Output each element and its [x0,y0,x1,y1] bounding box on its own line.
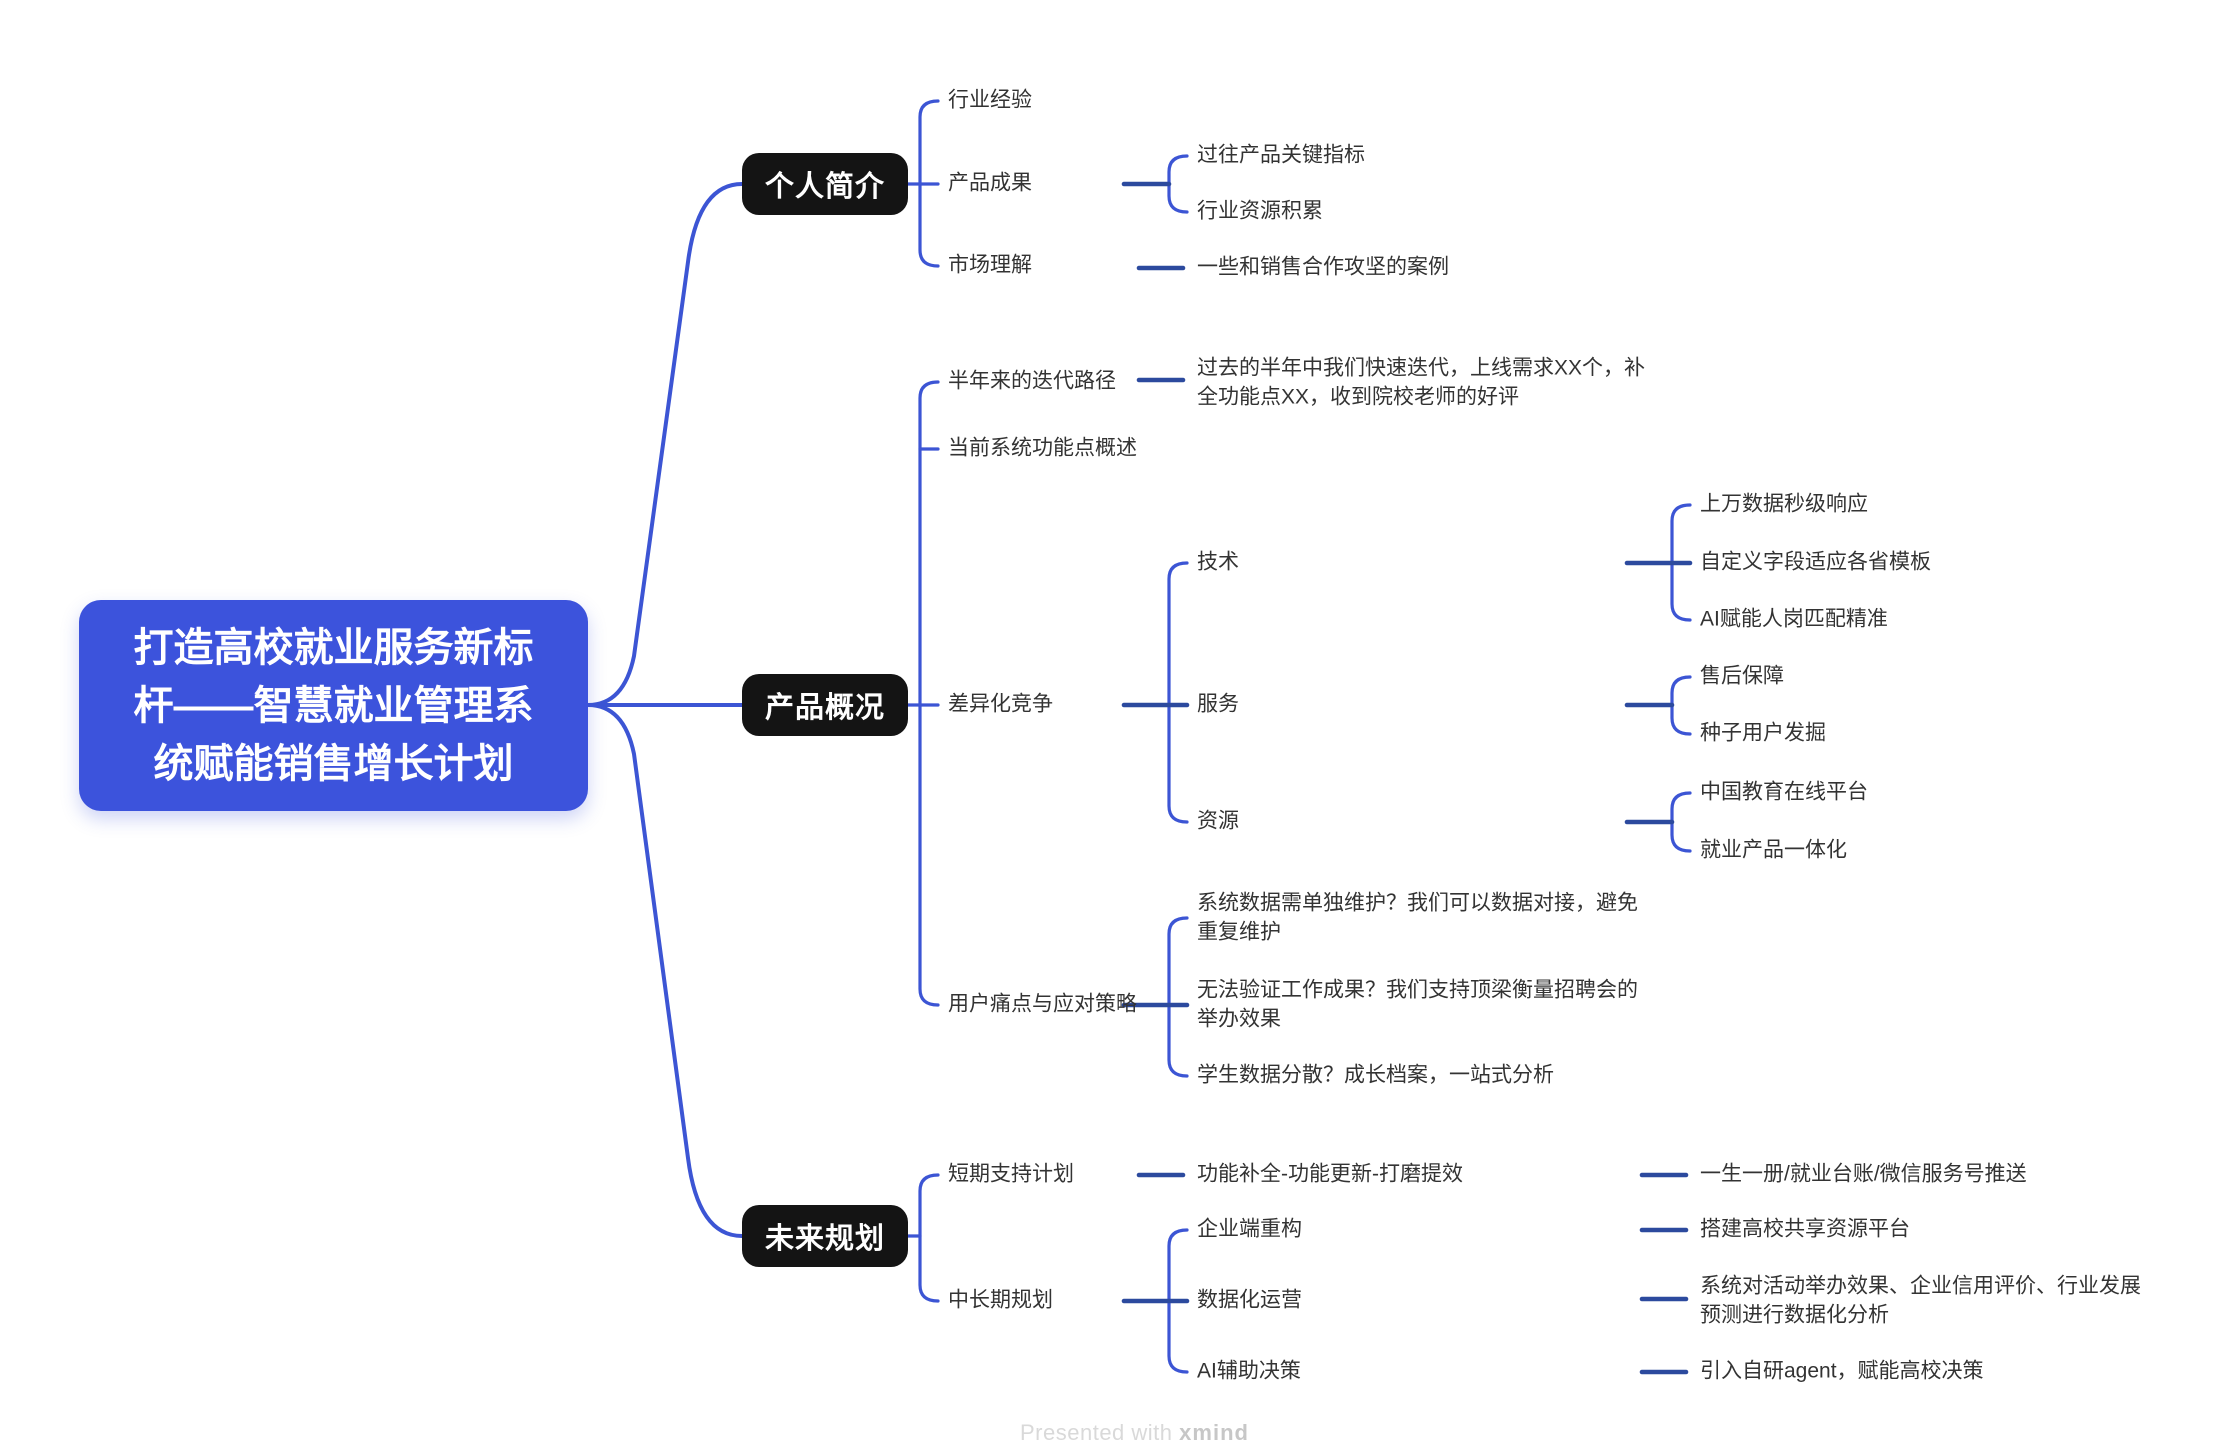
topic-current-features[interactable]: 当前系统功能点概述 [948,436,1137,460]
connector-root-personal [586,182,744,707]
watermark-brand: xmind [1179,1420,1249,1445]
topic-iteration-detail-line: 全功能点XX，收到院校老师的好评 [1197,385,1520,408]
topic-past-product-kpi[interactable]: 过往产品关键指标 [1197,143,1365,167]
topic-market-understanding[interactable]: 市场理解 [948,253,1032,277]
topic-differentiation[interactable]: 差异化竞争 [948,692,1053,716]
connector-root-future [586,703,744,1238]
topic-tech-ai-match[interactable]: AI赋能人岗匹配精准 [1700,607,1888,631]
topic-iteration-detail-line: 过去的半年中我们快速迭代，上线需求XX个，补 [1197,356,1646,380]
topic-short-term-plan[interactable]: 短期支持计划 [948,1162,1074,1186]
topic-industry-resources[interactable]: 行业资源积累 [1197,199,1323,223]
topic-data-ops[interactable]: 数据化运营 [1197,1288,1302,1312]
topic-ai-decision[interactable]: AI辅助决策 [1197,1359,1301,1383]
topic-iteration-detail[interactable]: 过去的半年中我们快速迭代，上线需求XX个，补 全功能点XX，收到院校老师的好评 [1197,354,1645,411]
watermark-prefix: Presented with [1020,1420,1173,1445]
topic-resource-eol-platform[interactable]: 中国教育在线平台 [1700,780,1868,804]
topic-pain-data-maintenance[interactable]: 系统数据需单独维护？我们可以数据对接，避免 重复维护 [1197,889,1638,946]
root-topic-line: 统赋能销售增长计划 [153,741,514,786]
topic-pain-work-validation-line: 举办效果 [1197,1007,1281,1030]
topic-data-ops-detail-line: 系统对活动举办效果、企业信用评价、行业发展 [1700,1274,2141,1298]
topic-pain-data-maintenance-line: 系统数据需单独维护？我们可以数据对接，避免 [1197,891,1638,915]
topic-industry-experience[interactable]: 行业经验 [948,88,1032,112]
root-topic-line: 打造高校就业服务新标 [133,625,534,670]
topic-data-ops-detail[interactable]: 系统对活动举办效果、企业信用评价、行业发展 预测进行数据化分析 [1700,1272,2141,1329]
topic-pain-work-validation[interactable]: 无法验证工作成果？我们支持顶梁衡量招聘会的 举办效果 [1197,976,1638,1033]
bracket-resource [1670,791,1692,853]
topic-enterprise-rebuild[interactable]: 企业端重构 [1197,1217,1302,1241]
topic-service-aftersale[interactable]: 售后保障 [1700,664,1784,688]
branch-future-plan[interactable]: 未来规划 [742,1205,908,1267]
topic-pain-work-validation-line: 无法验证工作成果？我们支持顶梁衡量招聘会的 [1197,978,1638,1002]
topic-pain-points[interactable]: 用户痛点与应对策略 [948,992,1137,1016]
topic-mid-long-term-plan[interactable]: 中长期规划 [948,1288,1053,1312]
topic-short-term-items[interactable]: 一生一册/就业台账/微信服务号推送 [1700,1162,2027,1186]
bracket-product-results [1167,154,1189,214]
bracket-future [918,1173,940,1303]
topic-sales-cases[interactable]: 一些和销售合作攻坚的案例 [1197,255,1449,279]
bracket-service [1670,675,1692,736]
topic-service[interactable]: 服务 [1197,692,1239,716]
bracket-pain-points [1167,916,1189,1078]
topic-iteration-path[interactable]: 半年来的迭代路径 [948,369,1116,393]
topic-tech-speed[interactable]: 上万数据秒级响应 [1700,492,1868,516]
topic-service-seed-users[interactable]: 种子用户发掘 [1700,721,1826,745]
branch-personal-intro[interactable]: 个人简介 [742,153,908,215]
topic-data-ops-detail-line: 预测进行数据化分析 [1700,1303,1889,1326]
topic-resource[interactable]: 资源 [1197,809,1239,833]
bracket-differentiation [1167,561,1189,824]
topic-product-results[interactable]: 产品成果 [948,171,1032,195]
topic-short-term-detail[interactable]: 功能补全-功能更新-打磨提效 [1197,1162,1463,1186]
root-topic-line: 杆——智慧就业管理系 [133,683,534,728]
topic-pain-data-maintenance-line: 重复维护 [1197,920,1281,943]
bracket-product [918,380,940,1007]
watermark: Presented with xmind [1020,1420,1249,1446]
topic-resource-integration[interactable]: 就业产品一体化 [1700,838,1847,862]
root-topic[interactable]: 打造高校就业服务新标 杆——智慧就业管理系 统赋能销售增长计划 [79,600,588,811]
topic-ai-agent[interactable]: 引入自研agent，赋能高校决策 [1700,1359,1984,1383]
topic-enterprise-platform[interactable]: 搭建高校共享资源平台 [1700,1217,1910,1241]
topic-pain-student-data[interactable]: 学生数据分散？成长档案，一站式分析 [1197,1063,1554,1087]
topic-tech-custom-fields[interactable]: 自定义字段适应各省模板 [1700,550,1931,574]
topic-tech[interactable]: 技术 [1197,550,1239,574]
branch-product-overview[interactable]: 产品概况 [742,674,908,736]
